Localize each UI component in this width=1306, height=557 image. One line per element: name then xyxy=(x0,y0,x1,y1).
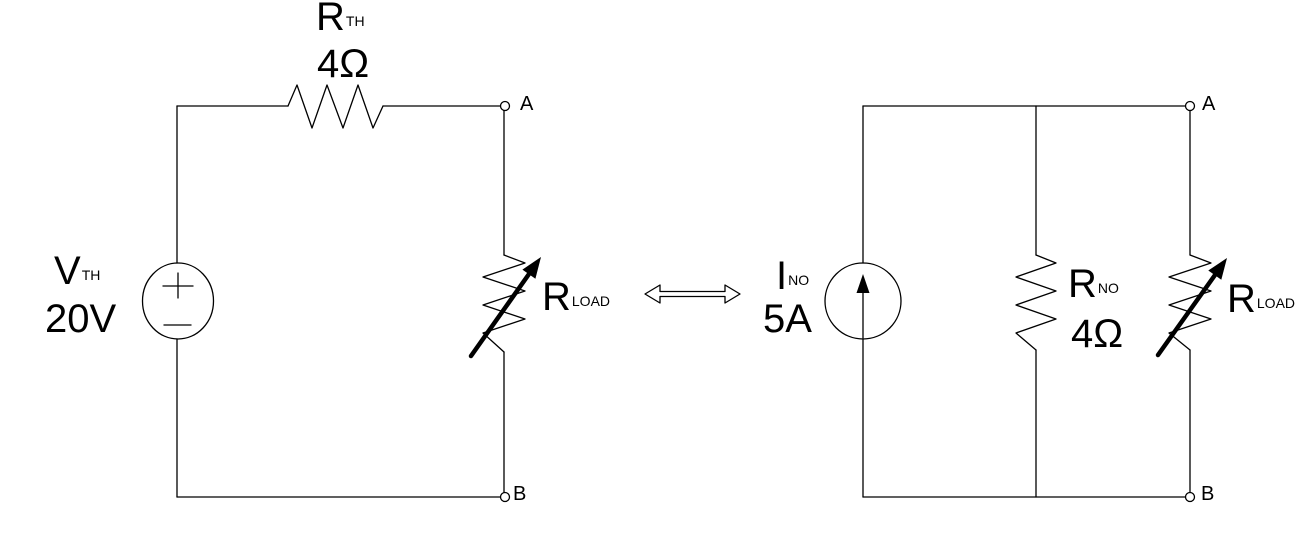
rload-subscript: LOAD xyxy=(1256,295,1296,311)
rload-label-right: RLOAD xyxy=(1227,279,1295,319)
rload-label-left: RLOAD xyxy=(542,277,610,317)
norton-circuit xyxy=(824,100,1227,503)
rload-symbol: R xyxy=(1227,277,1256,321)
vth-subscript: TH xyxy=(81,267,101,283)
rth-value: 4Ω xyxy=(317,42,370,86)
vth-label: VTH xyxy=(54,251,100,291)
rload-arrowhead xyxy=(522,257,541,279)
rth-symbol: R xyxy=(316,0,345,39)
vth-symbol: V xyxy=(54,249,81,293)
rth-label: RTH xyxy=(316,0,365,37)
thevenin-circuit xyxy=(141,84,541,503)
rno-subscript: NO xyxy=(1097,280,1119,296)
terminal-a-node xyxy=(1184,100,1196,112)
vth-value: 20V xyxy=(45,297,117,341)
rload-arrow-shaft xyxy=(1155,272,1218,358)
rload-subscript: LOAD xyxy=(571,293,611,309)
terminal-a-label-left: A xyxy=(520,93,534,115)
rno-label: RNO xyxy=(1068,264,1119,304)
ino-value: 5A xyxy=(763,297,812,341)
rload-arrow-shaft xyxy=(468,271,532,359)
equivalence-arrow-icon xyxy=(644,284,741,304)
terminal-b-node xyxy=(499,491,511,503)
rload-symbol: R xyxy=(542,275,571,319)
double-headed-arrow xyxy=(644,284,741,304)
rload-resistor-zigzag xyxy=(482,254,526,353)
voltage-source-circle xyxy=(141,262,215,340)
ino-symbol: I xyxy=(776,254,788,298)
rno-value: 4Ω xyxy=(1071,312,1124,356)
terminal-a-label-right: A xyxy=(1202,93,1216,115)
terminal-a-node xyxy=(499,100,511,112)
rth-resistor-zigzag xyxy=(287,84,384,129)
terminal-b-node xyxy=(1184,491,1196,503)
rth-subscript: TH xyxy=(345,13,365,29)
rload-resistor-zigzag xyxy=(1168,254,1212,351)
terminal-b-label-left: B xyxy=(513,483,527,505)
rno-resistor-zigzag xyxy=(1015,254,1057,351)
ino-label: INO xyxy=(776,256,809,296)
plus-sign xyxy=(162,272,194,299)
rno-symbol: R xyxy=(1068,262,1097,306)
rload-arrowhead xyxy=(1208,258,1227,280)
current-arrowhead xyxy=(856,274,870,293)
terminal-b-label-right: B xyxy=(1201,483,1215,505)
ino-subscript: NO xyxy=(788,272,810,288)
